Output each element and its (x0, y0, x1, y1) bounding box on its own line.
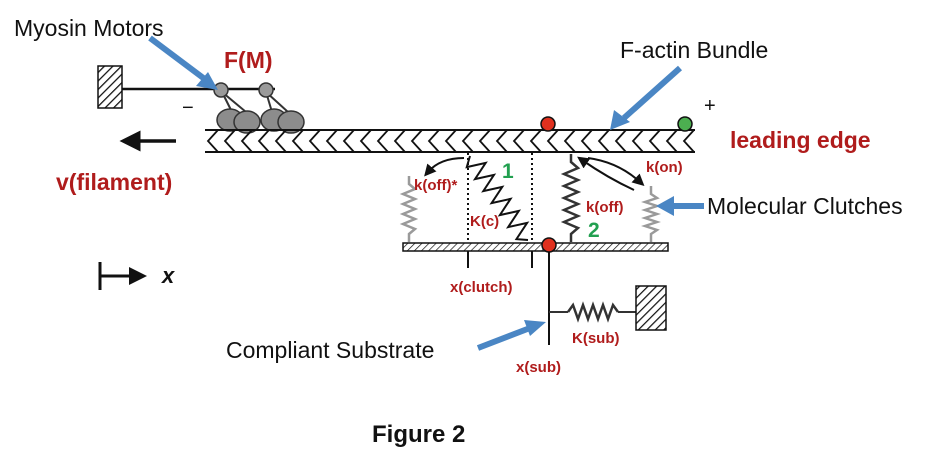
actin-chevron (495, 129, 508, 153)
myosin-head-icon (233, 110, 261, 134)
actin-chevron (563, 129, 576, 153)
actin-chevron (291, 129, 304, 153)
actin-chevron (308, 129, 321, 153)
actin-chevron (580, 129, 593, 153)
actin-chevron (206, 129, 219, 153)
actin-green-marker (677, 116, 693, 132)
plus-sign-label: + (704, 95, 716, 117)
substrate-spring (566, 301, 620, 323)
molecular-clutches-label: Molecular Clutches (707, 193, 903, 219)
actin-chevron (597, 129, 610, 153)
actin-chevron (682, 129, 695, 153)
actin-chevron (648, 129, 661, 153)
substrate-red-marker (541, 237, 557, 253)
actin-chevron (512, 129, 525, 153)
actin-chevron (223, 129, 236, 153)
actin-chevron (325, 129, 338, 153)
actin-chevron (461, 129, 474, 153)
clutch-2-label: 2 (588, 219, 600, 242)
myosin-node-icon (213, 82, 229, 98)
koff-arrow (577, 156, 635, 191)
actin-chevron (631, 129, 644, 153)
actin-chevron (546, 129, 559, 153)
actin-chevron (342, 129, 355, 153)
actin-chevron (257, 129, 270, 153)
koff-star-arrow (424, 157, 465, 177)
callout-arrows (148, 35, 704, 351)
kon-label: k(on) (646, 159, 683, 176)
factin-bundle (205, 129, 695, 153)
myosin-motors-label: Myosin Motors (14, 15, 164, 41)
actin-chevron (240, 129, 253, 153)
actin-chevron (410, 129, 423, 153)
figure-caption: Figure 2 (372, 421, 465, 448)
koff-star-label: k(off)* (414, 177, 457, 194)
actin-chevron (614, 129, 627, 153)
callout-substrate-arrow (476, 325, 532, 351)
actin-chevron (274, 129, 287, 153)
clutch-spring-bound (560, 154, 582, 242)
actin-chevron (427, 129, 440, 153)
actin-chevron (665, 129, 678, 153)
actin-chevron (376, 129, 389, 153)
callout-myosin-arrow (148, 35, 208, 83)
clutch-1-label: 1 (502, 160, 514, 183)
actin-chevron (529, 129, 542, 153)
x-axis-label: x (161, 263, 175, 288)
kon-arrow (587, 157, 645, 187)
koff-label: k(off) (586, 199, 624, 216)
clutch-spring-left (399, 176, 419, 242)
minus-sign-label: − (182, 97, 194, 119)
factin-bundle-label: F-actin Bundle (620, 37, 768, 63)
clutch-spring-right (641, 186, 661, 242)
leading-edge-label: leading edge (730, 127, 871, 153)
compliant-substrate-label: Compliant Substrate (226, 337, 434, 363)
substrate-wall-anchor (635, 285, 667, 331)
v-filament-label: v(filament) (56, 169, 172, 195)
myosin-motor-group (213, 82, 305, 134)
myosin-wall-anchor (97, 65, 123, 109)
callout-actin-arrow (622, 65, 682, 121)
actin-chevron (393, 129, 406, 153)
x-sub-label: x(sub) (516, 359, 561, 376)
k-sub-label: K(sub) (572, 330, 620, 347)
actin-red-marker (540, 116, 556, 132)
x-clutch-label: x(clutch) (450, 279, 513, 296)
actin-chevron (478, 129, 491, 153)
kc-label: K(c) (470, 213, 499, 230)
myosin-node-icon (258, 82, 274, 98)
force-motor-label: F(M) (224, 47, 273, 73)
substrate-bar (402, 242, 669, 252)
actin-chevron (444, 129, 457, 153)
clutch-spring-kc (465, 155, 530, 241)
myosin-head-icon (277, 110, 305, 134)
actin-chevron (359, 129, 372, 153)
